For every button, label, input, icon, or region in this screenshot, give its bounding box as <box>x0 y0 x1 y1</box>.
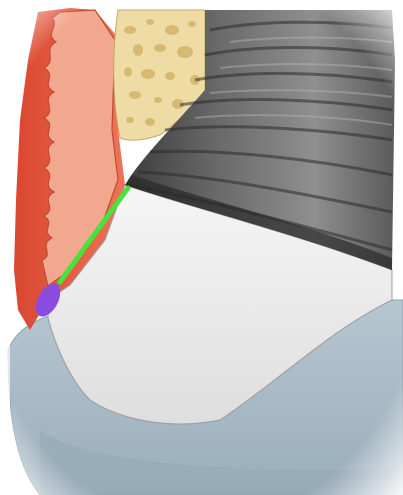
top-fade <box>0 0 403 8</box>
left-fade <box>0 0 10 495</box>
